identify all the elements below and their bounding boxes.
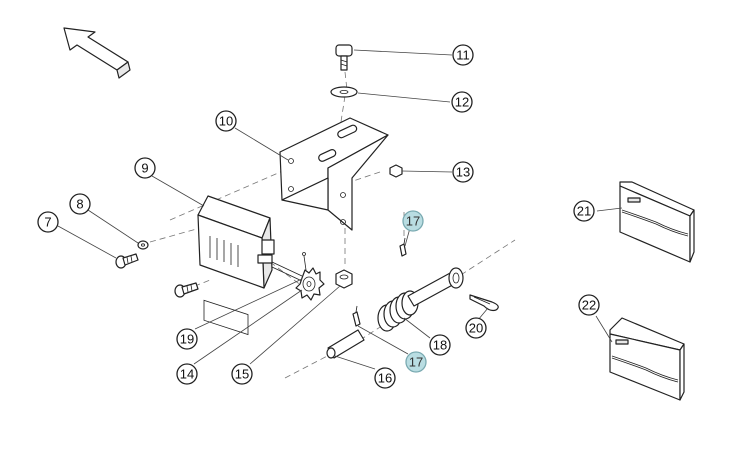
callout-16: 16: [374, 367, 396, 389]
svg-text:9: 9: [141, 161, 148, 176]
callout-21: 21: [573, 200, 595, 222]
callout-7: 7: [37, 211, 59, 233]
callout-12: 12: [451, 91, 473, 113]
counter-shaft: [271, 261, 303, 282]
cotter-pin-part: [469, 294, 499, 312]
callout-17-upper: 17: [402, 210, 424, 232]
svg-text:17: 17: [409, 355, 423, 370]
pivot-pin-part: [326, 329, 365, 359]
bolt-part: [335, 44, 353, 71]
svg-text:21: 21: [577, 204, 591, 219]
svg-text:14: 14: [180, 367, 194, 382]
roll-pin-lower-part: [352, 305, 361, 327]
callout-8: 8: [69, 193, 91, 215]
svg-text:19: 19: [180, 332, 194, 347]
svg-text:20: 20: [469, 321, 483, 336]
callout-20: 20: [465, 317, 487, 339]
callout-13: 13: [452, 161, 474, 183]
gear-part: [295, 252, 325, 301]
box-22-part: [609, 317, 685, 401]
callout-22: 22: [578, 294, 600, 316]
mounting-bracket-part: [279, 117, 389, 231]
leader-lines: [57, 49, 623, 370]
small-washer-part: [137, 240, 149, 250]
spring-part: [377, 290, 419, 332]
svg-text:10: 10: [219, 114, 233, 129]
callout-14: 14: [176, 363, 198, 385]
box-21-part: [619, 181, 695, 263]
callout-9: 9: [134, 157, 156, 179]
screw-part: [115, 253, 139, 269]
nut-part: [389, 164, 403, 178]
callout-10: 10: [215, 110, 237, 132]
callout-18: 18: [429, 334, 451, 356]
svg-text:8: 8: [76, 197, 83, 212]
hex-nut-part: [335, 269, 353, 289]
callout-11: 11: [452, 44, 474, 66]
svg-text:7: 7: [44, 215, 51, 230]
svg-text:12: 12: [455, 95, 469, 110]
svg-text:17: 17: [406, 214, 420, 229]
roll-pin-upper-part: [399, 237, 407, 257]
counter-part: [197, 195, 275, 336]
svg-text:15: 15: [235, 367, 249, 382]
svg-text:18: 18: [433, 338, 447, 353]
svg-text:13: 13: [456, 165, 470, 180]
plunger-pin-part: [407, 267, 464, 307]
callout-17-lower: 17: [405, 351, 427, 373]
direction-arrow-icon: [63, 27, 131, 79]
callout-15: 15: [231, 363, 253, 385]
counter-screw-part: [174, 282, 199, 298]
svg-text:16: 16: [378, 371, 392, 386]
callout-19: 19: [176, 328, 198, 350]
svg-text:11: 11: [456, 48, 470, 63]
svg-text:22: 22: [582, 298, 596, 313]
washer-part: [330, 86, 358, 98]
